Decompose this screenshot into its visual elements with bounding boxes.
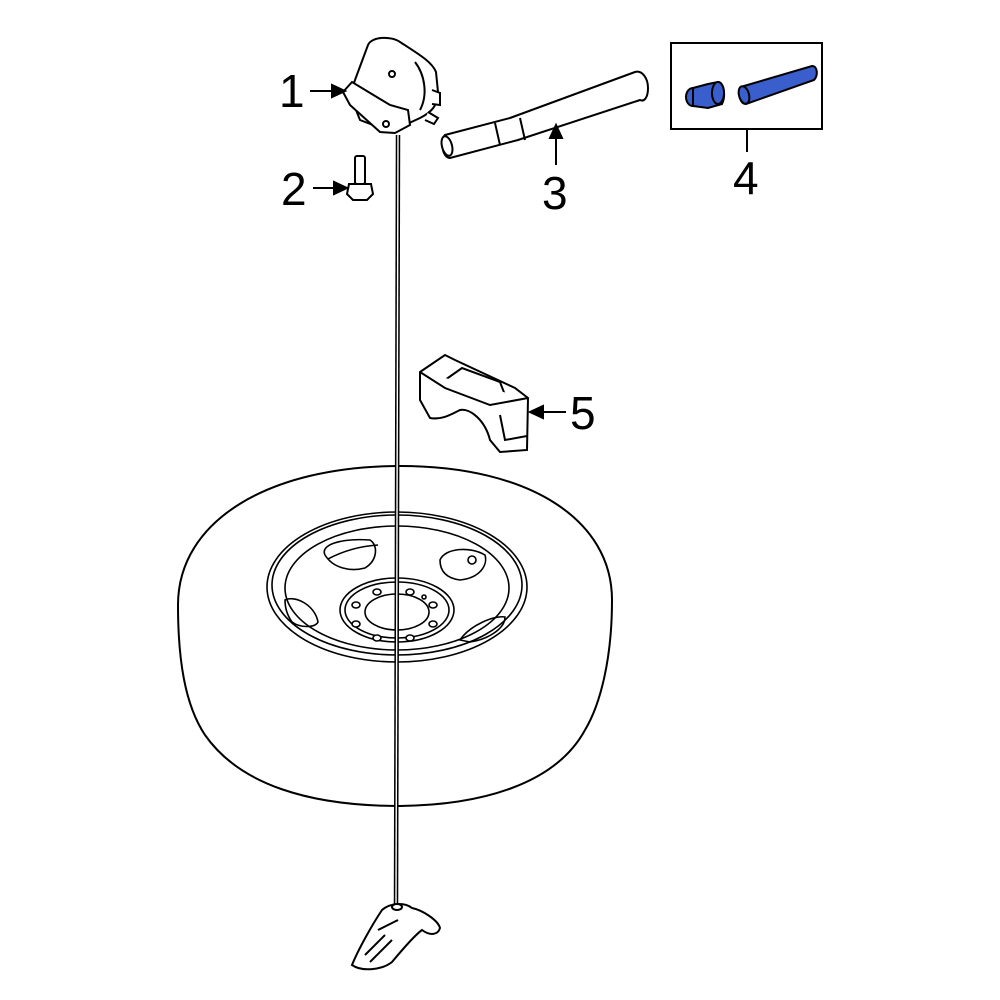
hoist-assembly[interactable]: [341, 36, 441, 135]
callout-5: 5: [570, 387, 596, 439]
lock-set-box[interactable]: [670, 42, 823, 152]
callout-1: 1: [279, 65, 305, 117]
callout-3: 3: [542, 167, 568, 219]
hoist-cable: [393, 134, 401, 906]
retainer-bracket[interactable]: [419, 353, 530, 454]
callout-4: 4: [733, 152, 759, 204]
spare-tire[interactable]: [176, 464, 614, 808]
extension-handle[interactable]: [440, 70, 650, 160]
hoist-bolt[interactable]: [345, 155, 375, 201]
leader-arrows: [310, 83, 566, 420]
cable-retainer-plate: [350, 903, 442, 971]
callout-2: 2: [281, 163, 307, 215]
